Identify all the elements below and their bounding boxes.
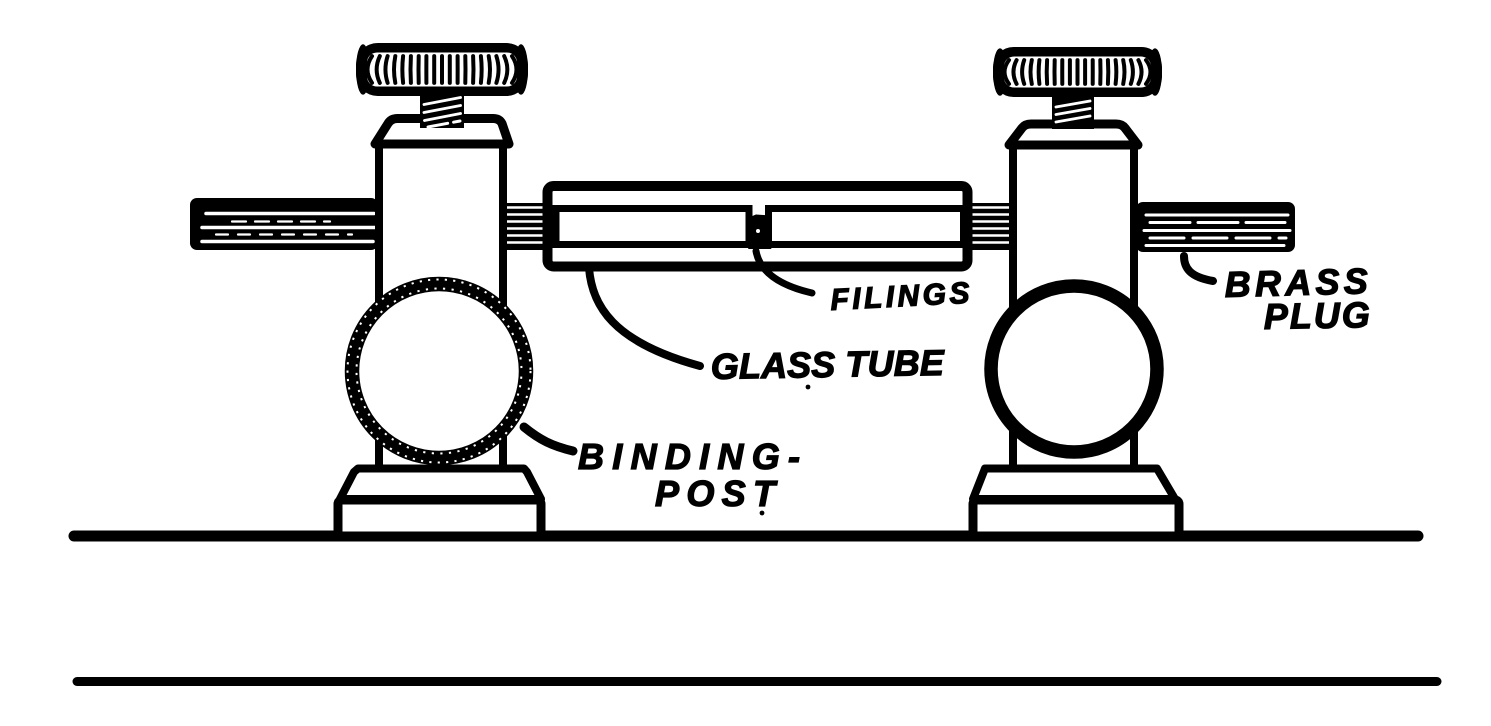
- svg-text:BRASS: BRASS: [1224, 260, 1368, 305]
- svg-text:BINDING-: BINDING-: [578, 436, 800, 477]
- svg-text:PLUG: PLUG: [1263, 294, 1370, 337]
- svg-text:GLASS TUBE: GLASS TUBE: [710, 342, 945, 387]
